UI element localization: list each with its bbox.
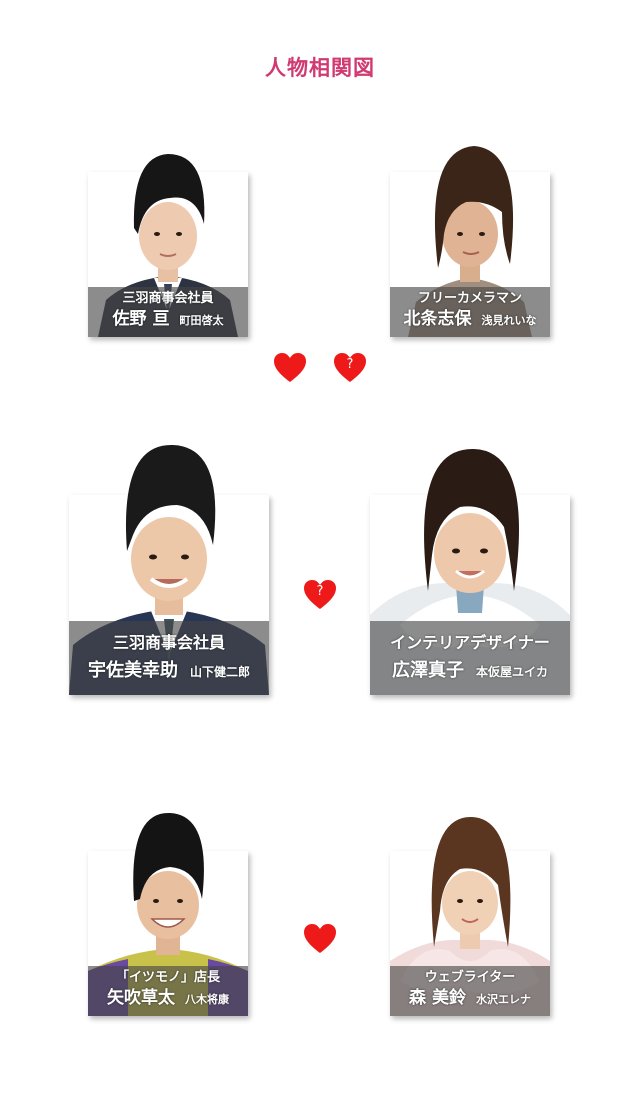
page-title: 人物相関図: [0, 52, 640, 82]
actor-name: 町田啓太: [179, 314, 223, 327]
character-card-hirosawa[interactable]: インテリアデザイナー 広澤真子本仮屋ユイカ: [370, 495, 570, 695]
actor-name: 本仮屋ユイカ: [476, 665, 548, 679]
actor-name: 山下健二郎: [190, 665, 250, 679]
character-name: 矢吹草太: [107, 988, 175, 1008]
character-role: フリーカメラマン: [390, 291, 550, 307]
heart-icon: [274, 353, 306, 383]
actor-name: 水沢エレナ: [476, 993, 531, 1006]
heart-question-icon: ?: [334, 353, 366, 383]
actor-name: 八木将康: [185, 993, 229, 1006]
character-name: 宇佐美幸助: [88, 660, 178, 681]
heart-question-icon: ?: [304, 580, 336, 610]
character-name: 北条志保: [404, 309, 472, 329]
character-card-usami[interactable]: 三羽商事会社員 宇佐美幸助山下健二郎: [69, 495, 269, 695]
character-card-yabuki[interactable]: 「イツモノ」店長 矢吹草太八木将康: [88, 851, 248, 1016]
heart-icon: [304, 924, 336, 954]
character-caption: インテリアデザイナー 広澤真子本仮屋ユイカ: [370, 621, 570, 695]
character-card-hojo[interactable]: フリーカメラマン 北条志保浅見れいな: [390, 172, 550, 337]
character-name: 広澤真子: [392, 660, 464, 681]
character-caption: ウェブライター 森 美鈴水沢エレナ: [390, 966, 550, 1016]
character-role: ウェブライター: [390, 970, 550, 986]
character-caption: 三羽商事会社員 佐野 亘町田啓太: [88, 287, 248, 337]
character-card-mori[interactable]: ウェブライター 森 美鈴水沢エレナ: [390, 851, 550, 1016]
character-name: 佐野 亘: [113, 309, 170, 329]
character-role: 三羽商事会社員: [88, 291, 248, 307]
character-role: インテリアデザイナー: [370, 631, 570, 655]
actor-name: 浅見れいな: [482, 314, 537, 327]
character-role: 「イツモノ」店長: [88, 970, 248, 986]
character-card-sano[interactable]: 三羽商事会社員 佐野 亘町田啓太: [88, 172, 248, 337]
character-caption: 三羽商事会社員 宇佐美幸助山下健二郎: [69, 621, 269, 695]
character-caption: フリーカメラマン 北条志保浅見れいな: [390, 287, 550, 337]
character-role: 三羽商事会社員: [69, 631, 269, 655]
character-name: 森 美鈴: [409, 988, 466, 1008]
character-caption: 「イツモノ」店長 矢吹草太八木将康: [88, 966, 248, 1016]
